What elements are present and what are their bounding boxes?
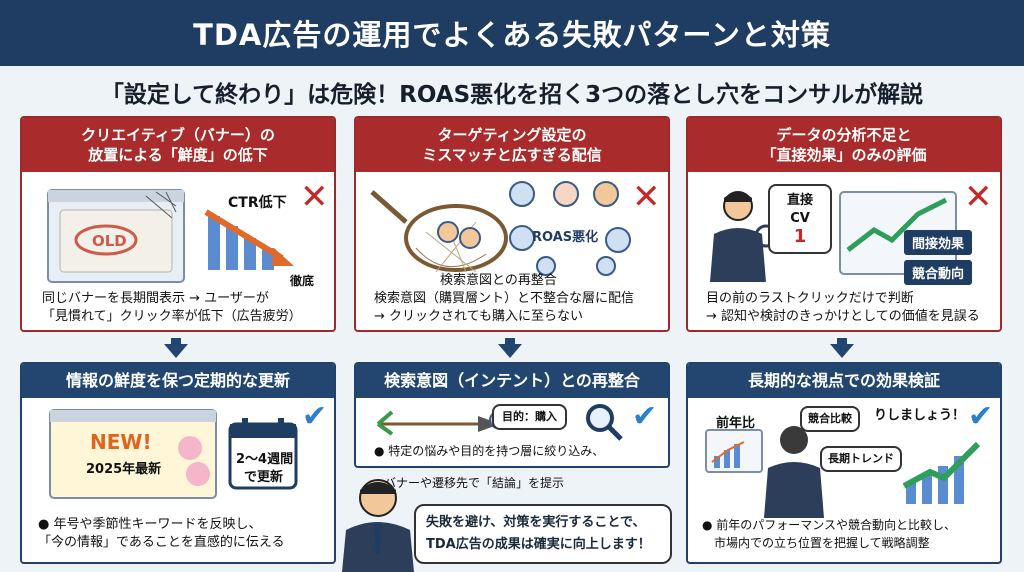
competitor-compare-box: 競合比較 xyxy=(800,406,860,432)
arrow-down-3-head xyxy=(830,344,854,358)
new-label: NEW! xyxy=(90,430,152,454)
problem-card-3: データの分析不足と 「直接効果」のみの評価 直接CV 1 間接効果 競合動向 ✕… xyxy=(686,116,1002,332)
arrow-down-2-head xyxy=(498,344,522,358)
problem-card-2: ターゲティング設定の ミスマッチと広すぎる配信 ROAS悪化 ✕ 検索意図との再… xyxy=(354,116,670,332)
year-label: 2025年最新 xyxy=(86,462,162,477)
solution-desc-1-line1: ● 年号や季節性キーワードを反映し、 xyxy=(38,517,262,532)
old-stamp: OLD xyxy=(92,232,127,250)
check-icon: ✔ xyxy=(968,399,994,434)
yoy-chart xyxy=(705,429,763,473)
indirect-effect-label: 間接効果 xyxy=(904,230,973,255)
x-icon: ✕ xyxy=(300,177,329,217)
problem-title-2-line1: ターゲティング設定の xyxy=(437,126,587,144)
direct-cv-number: 1 xyxy=(793,226,807,247)
roas-label: ROAS悪化 xyxy=(532,230,599,245)
page-subtitle: 「設定して終わり」は危険！ROAS悪化を招く3つの落とし穴をコンサルが解説 xyxy=(100,82,924,108)
yoy-label: 前年比 xyxy=(716,416,756,431)
problem-title-2-line2: ミスマッチと広すぎる配信 xyxy=(422,146,602,164)
problem-card-1: クリエイティブ（バナー）の 放置による「鮮度」の低下 OLD CTR低下 徹底 … xyxy=(20,116,336,332)
problem-desc-2-top: 検索意図との再整合 xyxy=(440,273,557,288)
solution-card-2: 検索意図（インテント）との再整合 目的：購入 ✔ ● 特定の悩みや目的を持つ層に… xyxy=(354,362,670,468)
arrow-down-3 xyxy=(837,338,847,344)
arrow-down-1 xyxy=(171,338,181,344)
shout-label: りしましょう！ xyxy=(874,408,966,423)
problem-desc-3-line2: → 認知や検討のきっかけとしての価値を見誤る xyxy=(706,309,980,324)
growth-chart xyxy=(902,441,981,504)
magnifier-icon xyxy=(586,404,623,441)
conclusion-line2: TDA広告の成果は確実に向上します！ xyxy=(426,537,651,552)
new-banner-illustration xyxy=(49,409,217,499)
solution-desc-3-line2: 市場内での立ち位置を把握して戦略調整 xyxy=(714,536,930,550)
problem-title-1-line2: 放置による「鮮度」の低下 xyxy=(88,146,268,164)
solution-card-1: 情報の鮮度を保つ定期的な更新 NEW! 2025年最新 2〜4週間 で更新 ✔ … xyxy=(20,362,336,564)
problem-title-3-line2: 「直接効果」のみの評価 xyxy=(761,146,927,164)
update-cycle-line1: 2〜4週間 xyxy=(236,452,294,467)
solution-desc-2-line1: ● 特定の悩みや目的を持つ層に絞り込み、 xyxy=(374,444,605,458)
direct-cv-label: 直接CV xyxy=(786,193,813,226)
conclusion-box: 失敗を避け、対策を実行することで、 TDA広告の成果は確実に向上します！ xyxy=(414,504,672,564)
consultant-illustration xyxy=(342,479,414,572)
check-icon: ✔ xyxy=(302,399,328,434)
businessman-illustration xyxy=(764,426,824,518)
people-icons xyxy=(509,181,631,276)
problem-desc-2-line1: 検索意図（購買層ント）と不整合な層に配信 xyxy=(374,291,635,306)
solution-title-2: 検索意図（インテント）との再整合 xyxy=(356,364,668,398)
solution-card-3: 長期的な視点での効果検証 りしましょう！ ✔ 前年比 競合比較 長期トレンド ●… xyxy=(686,362,1002,564)
x-icon: ✕ xyxy=(632,177,661,217)
old-banner-illustration xyxy=(47,189,185,283)
problem-desc-3-line1: 目の前のラストクリックだけで判断 xyxy=(706,291,914,306)
net-illustration xyxy=(370,190,508,273)
purpose-bubble: 目的：購入 xyxy=(492,404,567,430)
check-icon: ✔ xyxy=(632,399,658,434)
calendar-icon xyxy=(228,418,298,490)
conclusion-line1: 失敗を避け、対策を実行することで、 xyxy=(426,515,646,530)
long-trend-box: 長期トレンド xyxy=(820,446,902,472)
solution-title-1: 情報の鮮度を保つ定期的な更新 xyxy=(22,364,334,398)
bottom-label: 徹底 xyxy=(290,274,315,288)
competitor-trend-label: 競合動向 xyxy=(904,260,973,285)
problem-desc-2-line2: → クリックされても購入に至らない xyxy=(374,309,583,324)
problem-desc-1-line1: 同じバナーを長期間表示 → ユーザーが xyxy=(42,291,269,306)
page-title: TDA広告の運用でよくある失敗パターンと対策 xyxy=(0,0,1024,66)
problem-title-3-line1: データの分析不足と xyxy=(776,126,912,144)
problem-title-1-line1: クリエイティブ（バナー）の xyxy=(81,126,275,144)
ctr-down-chart xyxy=(204,209,294,270)
arrow-down-1-head xyxy=(164,344,188,358)
arrow-down-2 xyxy=(505,338,515,344)
solution-desc-3-line1: ● 前年のパフォーマンスや競合動向と比較し、 xyxy=(702,518,957,532)
problem-title-3: データの分析不足と 「直接効果」のみの評価 xyxy=(688,118,1000,172)
solution-desc-1-line2: 「今の情報」であることを直感的に伝える xyxy=(38,535,285,550)
problem-title-2: ターゲティング設定の ミスマッチと広すぎる配信 xyxy=(356,118,668,172)
solution-title-3: 長期的な視点での効果検証 xyxy=(688,364,1000,398)
ctr-label: CTR低下 xyxy=(228,195,287,211)
problem-title-1: クリエイティブ（バナー）の 放置による「鮮度」の低下 xyxy=(22,118,334,172)
problem-desc-1-line2: 「見慣れて」クリック率が低下（広告疲労） xyxy=(42,309,302,324)
x-icon: ✕ xyxy=(964,177,993,217)
update-cycle-line2: で更新 xyxy=(244,470,284,485)
solution-desc-2-line2: バナーや遷移先で「結論」を提示 xyxy=(384,476,565,490)
analyst-illustration xyxy=(710,191,778,282)
direct-cv-bubble: 直接CV 1 xyxy=(768,184,832,254)
